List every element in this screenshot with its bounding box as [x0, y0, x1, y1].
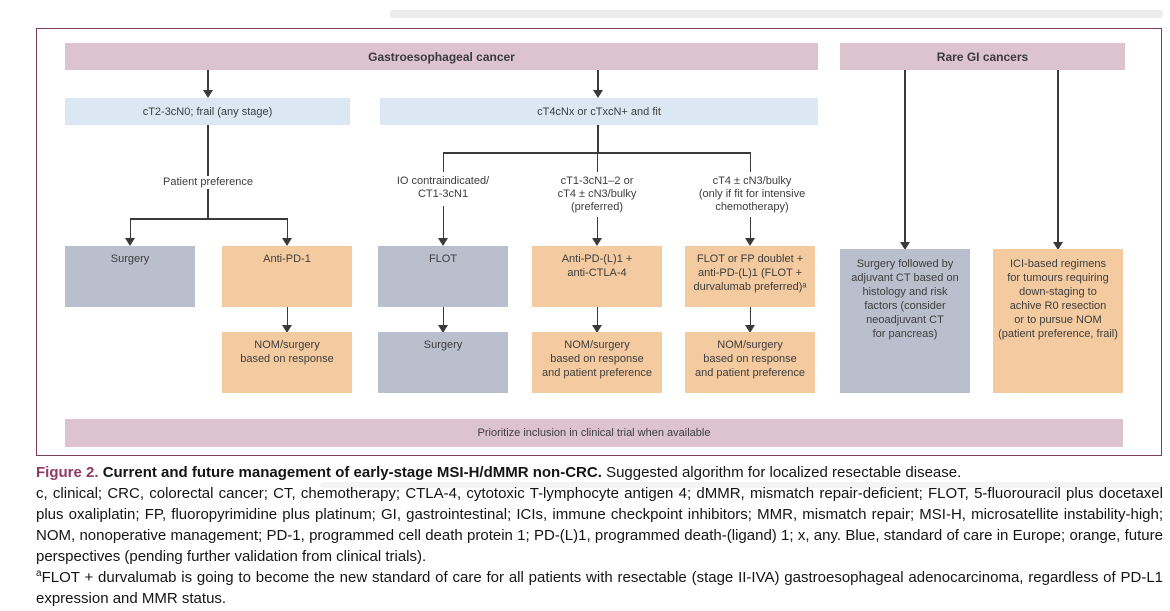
box-surgery-mid: Surgery — [378, 332, 508, 393]
header-gastroesophageal-cancer: Gastroesophageal cancer — [65, 43, 818, 70]
arrow-line-flot — [442, 206, 444, 238]
arrow-line-rare-left — [904, 70, 906, 242]
figure-number-label: Figure 2. — [36, 464, 99, 481]
arrow-head-pdl1 — [592, 238, 602, 246]
figure-frame — [36, 28, 1162, 456]
caption-footnote: aFLOT + durvalumab is going to become th… — [36, 567, 1163, 609]
header-rare-gi-cancers: Rare GI cancers — [840, 43, 1125, 70]
arrow-line-nom-pref-1 — [596, 307, 598, 325]
arrow-line-surgery-left — [129, 218, 131, 238]
arrow-line-anti-pd1 — [286, 218, 288, 238]
condition-fit-label: cT4cNx or cTxcN+ and fit — [537, 105, 661, 118]
arrow-line-nom-pref-2 — [749, 307, 751, 325]
footnote-superscript: a — [36, 568, 42, 579]
box-nom-surgery-preference-2: NOM/surgery based on response and patien… — [685, 332, 815, 393]
arrow-line-pdl1 — [596, 217, 598, 238]
caption-abbreviations: c, clinical; CRC, colorectal cancer; CT,… — [36, 485, 1163, 565]
condition-fit: cT4cNx or cTxcN+ and fit — [380, 98, 818, 125]
footer-clinical-trial-label: Prioritize inclusion in clinical trial w… — [477, 427, 711, 439]
arrow-line-gastro-left — [207, 70, 209, 90]
arrow-head-nom-pref-2 — [745, 325, 755, 333]
connector-stub-ct13 — [596, 152, 598, 172]
arrow-line-flot-fp — [749, 217, 751, 238]
caption-title-line: Figure 2. Current and future management … — [36, 462, 1163, 483]
figure-caption: Figure 2. Current and future management … — [36, 462, 1163, 609]
connector-fork-left — [130, 218, 288, 220]
arrow-line-nom-response — [286, 307, 288, 325]
label-ct4-bulky: cT4 ± cN3/bulky (only if fit for intensi… — [672, 175, 832, 214]
arrow-head-nom-response — [282, 325, 292, 333]
connector-frail-down — [207, 125, 209, 218]
box-anti-pdl1-ctla4: Anti-PD-(L)1 + anti-CTLA-4 — [532, 246, 662, 307]
condition-frail: cT2-3cN0; frail (any stage) — [65, 98, 350, 125]
caption-title-rest: Suggested algorithm for localized resect… — [606, 464, 962, 481]
footer-clinical-trial-bar: Prioritize inclusion in clinical trial w… — [65, 419, 1123, 447]
connector-fit-down — [597, 125, 599, 153]
box-nom-surgery-preference-1: NOM/surgery based on response and patien… — [532, 332, 662, 393]
box-surgery-adjuvant-ct: Surgery followed by adjuvant CT based on… — [840, 249, 970, 393]
arrow-head-surgery-left — [125, 238, 135, 246]
box-surgery-left: Surgery — [65, 246, 195, 307]
arrow-head-gastro-left — [202, 90, 213, 98]
arrow-head-rare-right — [1053, 242, 1063, 250]
box-nom-surgery-response: NOM/surgery based on response — [222, 332, 352, 393]
arrow-head-nom-pref-1 — [592, 325, 602, 333]
label-io-contraindicated: IO contraindicated/ CT1-3cN1 — [373, 175, 513, 201]
connector-stub-ct4 — [749, 152, 751, 172]
arrow-head-rare-left — [900, 242, 910, 250]
arrow-head-flot — [438, 238, 448, 246]
label-ct13cn12: cT1-3cN1–2 or cT4 ± cN3/bulky (preferred… — [527, 175, 667, 214]
arrow-line-gastro-right — [597, 70, 599, 90]
caption-title-bold: Current and future management of early-s… — [102, 464, 602, 481]
box-flot-fp-doublet: FLOT or FP doublet + anti-PD-(L)1 (FLOT … — [685, 246, 815, 307]
header-gastroesophageal-label: Gastroesophageal cancer — [368, 49, 515, 64]
scan-artifact-caption — [320, 482, 1163, 488]
scan-artifact-top — [390, 10, 1163, 18]
box-anti-pd1: Anti-PD-1 — [222, 246, 352, 307]
box-flot: FLOT — [378, 246, 508, 307]
arrow-head-gastro-right — [592, 90, 603, 98]
box-ici-regimens: ICI-based regimens for tumours requiring… — [993, 249, 1123, 393]
arrow-head-flot-fp — [745, 238, 755, 246]
footnote-text: FLOT + durvalumab is going to become the… — [36, 569, 1163, 607]
arrow-head-surgery-mid — [438, 325, 448, 333]
arrow-line-rare-right — [1057, 70, 1059, 242]
label-patient-preference: Patient preference — [138, 176, 278, 189]
header-rare-gi-label: Rare GI cancers — [936, 49, 1029, 64]
arrow-head-anti-pd1 — [282, 238, 292, 246]
condition-frail-label: cT2-3cN0; frail (any stage) — [142, 105, 273, 118]
arrow-line-surgery-mid — [442, 307, 444, 325]
connector-stub-io — [442, 152, 444, 172]
